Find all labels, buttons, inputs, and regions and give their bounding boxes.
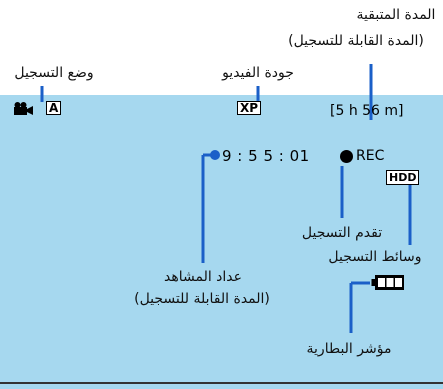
battery-icon [371,275,404,290]
rec-status-text: REC [356,148,385,164]
remaining-time-readout: [5 h 56 m] [330,103,404,119]
label-scene-counter-title: عداد المشاهد [163,269,242,285]
recording-mode-badge: A [46,101,62,115]
label-recording-media: وسائط التسجيل [328,249,422,265]
label-remaining-time-sub: (المدة القابلة للتسجيل) [288,33,424,49]
camera-screen [0,95,443,389]
scene-counter-readout: 9 : 5 5 : 01 [222,147,310,165]
label-recording-mode: وضع التسجيل [14,65,94,81]
video-camera-icon [14,102,33,115]
leader-scene-counter-dot [210,150,220,160]
divider-line [0,382,443,384]
label-video-quality: جودة الفيديو [222,65,294,81]
video-quality-badge: XP [237,101,262,115]
label-scene-counter-sub: (المدة القابلة للتسجيل) [134,291,270,307]
label-remaining-time-title: المدة المتبقية [356,7,436,23]
record-dot-icon [340,150,353,163]
label-battery-indicator: مؤشر البطارية [306,341,392,357]
label-recording-progress: تقدم التسجيل [301,225,383,241]
recording-media-badge: HDD [386,170,420,185]
